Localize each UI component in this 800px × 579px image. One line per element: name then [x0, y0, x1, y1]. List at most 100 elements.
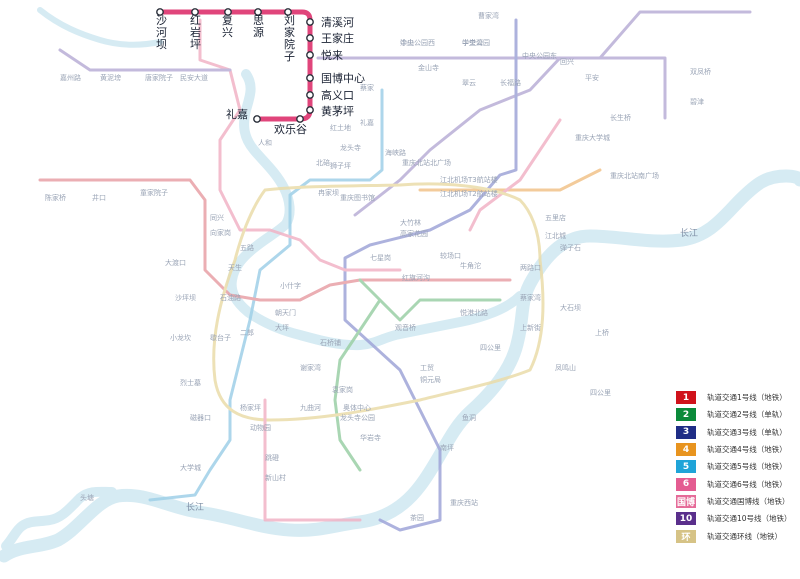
river-tributary-top [37, 7, 163, 48]
faded-station-label: 烈士墓 [180, 378, 201, 387]
station-marker[interactable] [156, 8, 164, 16]
faded-station-label: 大石坝 [560, 303, 581, 312]
faded-station-label: 朝天门 [275, 308, 296, 317]
station-label: 高义口 [321, 88, 354, 102]
station-label: 黄茅坪 [321, 104, 354, 118]
faded-station-label: 两路口 [520, 263, 541, 272]
legend-badge: 5 [676, 460, 696, 474]
faded-station-label: 石油路 [220, 293, 241, 302]
faded-station-label: 金山寺 [418, 63, 439, 72]
station-marker[interactable] [253, 115, 261, 123]
station-marker[interactable] [306, 91, 314, 99]
faded-station-label: 重庆大学城 [575, 133, 610, 142]
faded-station-label: 蔡家湾 [520, 293, 541, 302]
faded-station-label: 中央公园西 [400, 38, 435, 47]
faded-station-label: 曹家湾 [478, 11, 499, 20]
faded-station-label: 龙头寺公园 [340, 413, 375, 422]
station-marker[interactable] [254, 8, 262, 16]
faded-station-label: 重庆北站南广场 [610, 171, 659, 180]
faded-station-label: 冉家坝 [318, 188, 339, 197]
faded-station-label: 回兴 [560, 57, 574, 66]
station-marker[interactable] [306, 74, 314, 82]
line-northwest-path [58, 48, 232, 72]
station-label: 刘家院子 [284, 14, 295, 63]
faded-station-label: 中央公园 [462, 38, 490, 47]
legend-badge: 环 [676, 529, 696, 543]
faded-station-label: 长福路 [500, 78, 521, 87]
faded-station-label: 铜元局 [420, 375, 441, 384]
faded-station-label: 小什字 [280, 281, 301, 290]
faded-station-labels: 中央公园西中央公园中央公园东翠云长福路回兴双凤桥碧津江北机场T3航站楼江北机场T… [45, 11, 711, 522]
faded-station-label: 大渡口 [165, 258, 186, 267]
faded-station-label: 五路 [240, 243, 254, 252]
faded-station-label: 杨家坪 [240, 403, 261, 412]
station-marker[interactable] [224, 8, 232, 16]
faded-station-label: 华岩寺 [360, 433, 381, 442]
legend-row: 2 轨道交通2号线（单轨） [676, 406, 796, 423]
faded-station-label: 磁器口 [190, 413, 211, 422]
faded-station-label: 四公里 [590, 389, 611, 397]
legend-badge: 2 [676, 408, 696, 422]
line-2-path [333, 278, 502, 472]
faded-station-label: 重庆北站北广场 [402, 158, 451, 167]
legend-label: 轨道交通6号线（地铁） [707, 479, 787, 489]
faded-station-label: 民安大道 [180, 73, 208, 82]
faded-station-label: 沙坪坝 [175, 293, 196, 302]
faded-station-label: 大学城 [180, 463, 201, 472]
station-marker[interactable] [284, 8, 292, 16]
station-marker[interactable] [191, 8, 199, 16]
faded-station-label: 礼嘉 [360, 118, 374, 127]
loop-line-path [212, 182, 545, 422]
faded-station-label: 唐家院子 [145, 73, 173, 82]
river-branch-left [1, 486, 117, 551]
faded-station-label: 涂山 [400, 38, 414, 47]
legend-label: 轨道交通1号线（地铁） [707, 393, 787, 403]
faded-station-label: 上新街 [520, 323, 541, 332]
faded-station-label: 牛角沱 [460, 261, 481, 270]
faded-station-label: 嘉州路 [60, 73, 81, 82]
faded-station-label: 茶园 [410, 513, 424, 522]
faded-station-label: 高家花园 [400, 229, 428, 238]
station-marker[interactable] [306, 18, 314, 26]
faded-station-label: 小龙坎 [170, 333, 191, 342]
faded-station-label: 工贸 [420, 363, 434, 372]
guobo-line-stations [156, 8, 314, 123]
faded-station-label: 弹子石 [560, 243, 581, 252]
faded-lines [38, 10, 752, 532]
faded-station-label: 重庆西站 [450, 498, 478, 507]
station-label: 红岩坪 [190, 14, 201, 51]
station-marker[interactable] [306, 106, 314, 114]
faded-station-label: 江北城 [545, 232, 566, 240]
faded-station-label: 袁家岗 [332, 385, 353, 394]
faded-station-label: 二郎 [240, 328, 254, 337]
station-marker[interactable] [306, 51, 314, 59]
legend-label: 轨道交通10号线（地铁） [707, 514, 792, 524]
faded-station-label: 歇台子 [210, 333, 231, 342]
line-5-path [148, 88, 384, 502]
faded-station-label: 谢家湾 [300, 363, 321, 372]
faded-station-label: 较场口 [440, 251, 461, 260]
legend-badge: 4 [676, 443, 696, 457]
faded-station-label: 头塘 [80, 493, 94, 502]
faded-station-label: 中央公园东 [522, 51, 557, 60]
line-1-path [38, 178, 512, 302]
faded-station-label: 北碚 [316, 158, 330, 167]
faded-station-label: 新山村 [265, 473, 286, 482]
faded-station-label: 翠云 [462, 79, 476, 87]
faded-station-label: 平安 [585, 73, 599, 82]
faded-station-label: 奥体中心 [343, 403, 371, 412]
station-marker[interactable] [306, 34, 314, 42]
faded-station-label: 江北机场T3航站楼 [440, 175, 498, 184]
faded-station-label: 重庆图书馆 [340, 193, 375, 202]
faded-station-label: 南坪 [440, 443, 454, 452]
faded-station-label: 五里店 [545, 213, 566, 222]
legend-badge: 3 [676, 425, 696, 439]
faded-station-label: 跳磴 [265, 453, 279, 462]
legend-label: 轨道交通2号线（单轨） [707, 410, 787, 420]
river-label: 长江 [186, 501, 204, 513]
station-marker[interactable] [296, 115, 304, 123]
